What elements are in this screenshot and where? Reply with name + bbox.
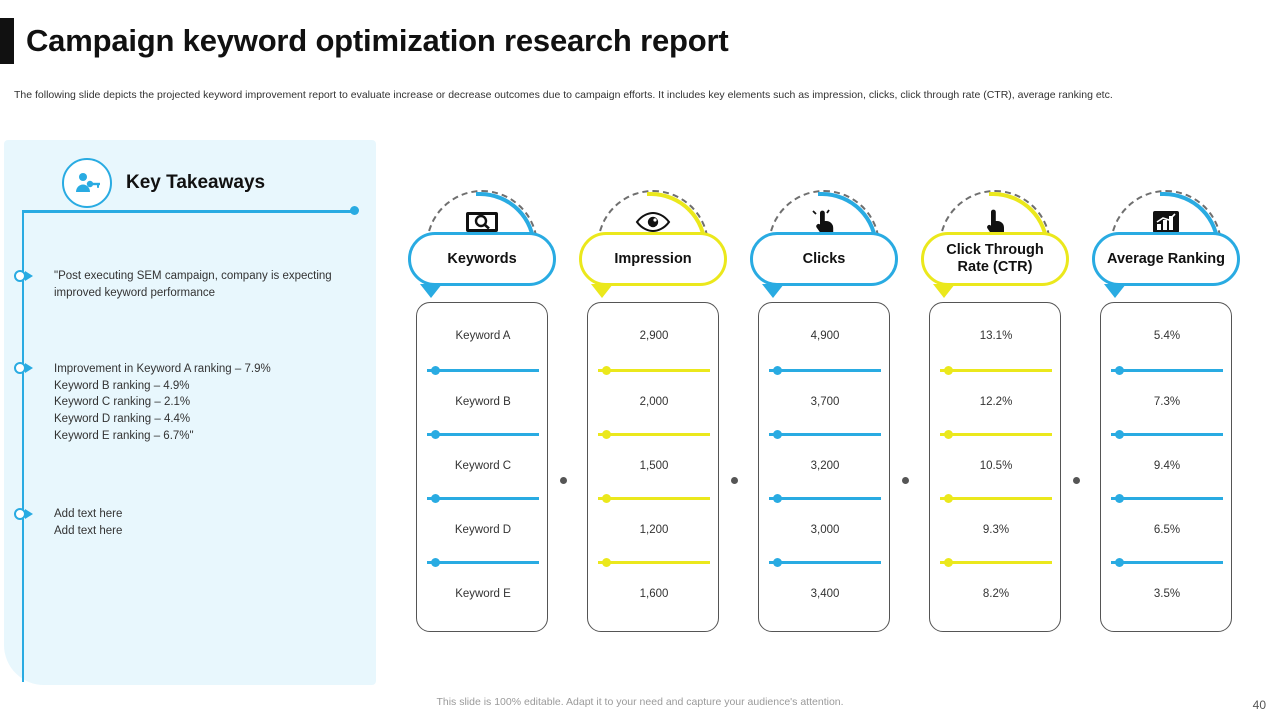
row-separator-1 — [427, 366, 539, 375]
cell-ctr-c: 10.5% — [979, 460, 1013, 472]
cell-ranking-d: 6.5% — [1153, 524, 1181, 536]
page-number: 40 — [1252, 698, 1266, 712]
cell-impression-e: 1,600 — [639, 588, 669, 600]
key-takeaways-header: Key Takeaways — [62, 158, 265, 208]
takeaway-bullet-1 — [14, 270, 33, 288]
column-gap-dot-1 — [560, 477, 567, 484]
tap-finger-icon — [973, 204, 1017, 240]
cell-clicks-d: 3,000 — [810, 524, 840, 536]
cell-ranking-e: 3.5% — [1153, 588, 1181, 600]
cell-impression-a: 2,900 — [639, 330, 669, 342]
column-ctr-bubble — [939, 190, 1051, 250]
row-separator-2 — [769, 430, 881, 439]
key-takeaways-panel — [4, 140, 376, 685]
row-separator-2 — [598, 430, 710, 439]
row-separator-1 — [769, 366, 881, 375]
cell-ctr-e: 8.2% — [982, 588, 1010, 600]
column-clicks-pill[interactable]: Clicks — [750, 232, 898, 286]
row-separator-3 — [598, 494, 710, 503]
column-impression-pill[interactable]: Impression — [579, 232, 727, 286]
cell-keyword-a: Keyword A — [455, 330, 511, 342]
column-gap-dot-2 — [731, 477, 738, 484]
row-separator-4 — [769, 558, 881, 567]
cell-clicks-e: 3,400 — [810, 588, 840, 600]
column-clicks-label: Clicks — [802, 250, 846, 267]
keyword-search-icon — [460, 204, 504, 240]
column-clicks-tail — [762, 284, 784, 298]
takeaway-item-3: Add text here Add text here — [54, 508, 123, 537]
column-clicks-card: 4,900 3,700 3,200 3,000 3,400 — [758, 302, 890, 632]
column-ctr-pill[interactable]: Click Through Rate (CTR) — [921, 232, 1069, 286]
cell-ctr-a: 13.1% — [979, 330, 1013, 342]
row-separator-4 — [427, 558, 539, 567]
takeaway-bullet-2 — [14, 362, 33, 380]
column-average-ranking-tail — [1104, 284, 1126, 298]
row-separator-3 — [769, 494, 881, 503]
row-separator-1 — [598, 366, 710, 375]
footer-note: This slide is 100% editable. Adapt it to… — [436, 696, 844, 708]
column-average-ranking-pill[interactable]: Average Ranking — [1092, 232, 1240, 286]
column-clicks-bubble — [768, 190, 880, 250]
row-separator-3 — [1111, 494, 1223, 503]
column-keywords-card: Keyword A Keyword B Keyword C Keyword D … — [416, 302, 548, 632]
row-separator-1 — [1111, 366, 1223, 375]
row-separator-4 — [598, 558, 710, 567]
person-key-icon — [62, 158, 112, 208]
key-takeaways-timeline — [22, 212, 24, 682]
eye-icon — [631, 204, 675, 240]
column-average-ranking-card: 5.4% 7.3% 9.4% 6.5% 3.5% — [1100, 302, 1232, 632]
click-hand-icon — [802, 204, 846, 240]
cell-impression-c: 1,500 — [639, 460, 669, 472]
column-gap-dot-4 — [1073, 477, 1080, 484]
cell-impression-b: 2,000 — [639, 396, 669, 408]
row-separator-4 — [940, 558, 1052, 567]
page-title: Campaign keyword optimization research r… — [26, 23, 729, 58]
takeaway-item-1: "Post executing SEM campaign, company is… — [54, 270, 332, 299]
bar-chart-icon — [1144, 204, 1188, 240]
title-accent-bar — [0, 18, 14, 64]
cell-ctr-d: 9.3% — [982, 524, 1010, 536]
column-impression-bubble — [597, 190, 709, 250]
row-separator-2 — [427, 430, 539, 439]
cell-keyword-b: Keyword B — [455, 396, 511, 408]
keyword-metrics-table: Keywords Keyword A Keyword B Keyword C K… — [408, 190, 1268, 650]
row-separator-1 — [940, 366, 1052, 375]
cell-ranking-a: 5.4% — [1153, 330, 1181, 342]
column-ctr-label: Click Through Rate (CTR) — [946, 242, 1044, 275]
cell-keyword-d: Keyword D — [454, 524, 512, 536]
cell-ctr-b: 12.2% — [979, 396, 1013, 408]
page-header: Campaign keyword optimization research r… — [0, 18, 1280, 64]
divider-end-dot — [350, 206, 359, 215]
column-keywords-bubble — [426, 190, 538, 250]
cell-ranking-b: 7.3% — [1153, 396, 1181, 408]
key-takeaways-divider — [22, 210, 354, 213]
cell-clicks-c: 3,200 — [810, 460, 840, 472]
row-separator-2 — [940, 430, 1052, 439]
cell-clicks-b: 3,700 — [810, 396, 840, 408]
column-keywords-pill[interactable]: Keywords — [408, 232, 556, 286]
column-average-ranking-bubble — [1110, 190, 1222, 250]
column-ctr-card: 13.1% 12.2% 10.5% 9.3% 8.2% — [929, 302, 1061, 632]
column-impression-label: Impression — [614, 250, 692, 267]
column-impression-tail — [591, 284, 613, 298]
column-gap-dot-3 — [902, 477, 909, 484]
page-subtitle: The following slide depicts the projecte… — [14, 89, 1113, 101]
column-keywords-tail — [420, 284, 442, 298]
cell-impression-d: 1,200 — [639, 524, 669, 536]
cell-keyword-e: Keyword E — [455, 588, 511, 600]
column-impression-card: 2,900 2,000 1,500 1,200 1,600 — [587, 302, 719, 632]
column-ctr-tail — [933, 284, 955, 298]
row-separator-4 — [1111, 558, 1223, 567]
cell-clicks-a: 4,900 — [810, 330, 840, 342]
cell-keyword-c: Keyword C — [454, 460, 512, 472]
cell-ranking-c: 9.4% — [1153, 460, 1181, 472]
takeaway-item-2: Improvement in Keyword A ranking – 7.9% … — [54, 363, 271, 442]
takeaway-bullet-3 — [14, 508, 33, 526]
row-separator-3 — [427, 494, 539, 503]
row-separator-2 — [1111, 430, 1223, 439]
column-keywords-label: Keywords — [447, 250, 517, 267]
key-takeaways-title: Key Takeaways — [126, 172, 266, 193]
column-average-ranking-label: Average Ranking — [1107, 250, 1225, 267]
row-separator-3 — [940, 494, 1052, 503]
